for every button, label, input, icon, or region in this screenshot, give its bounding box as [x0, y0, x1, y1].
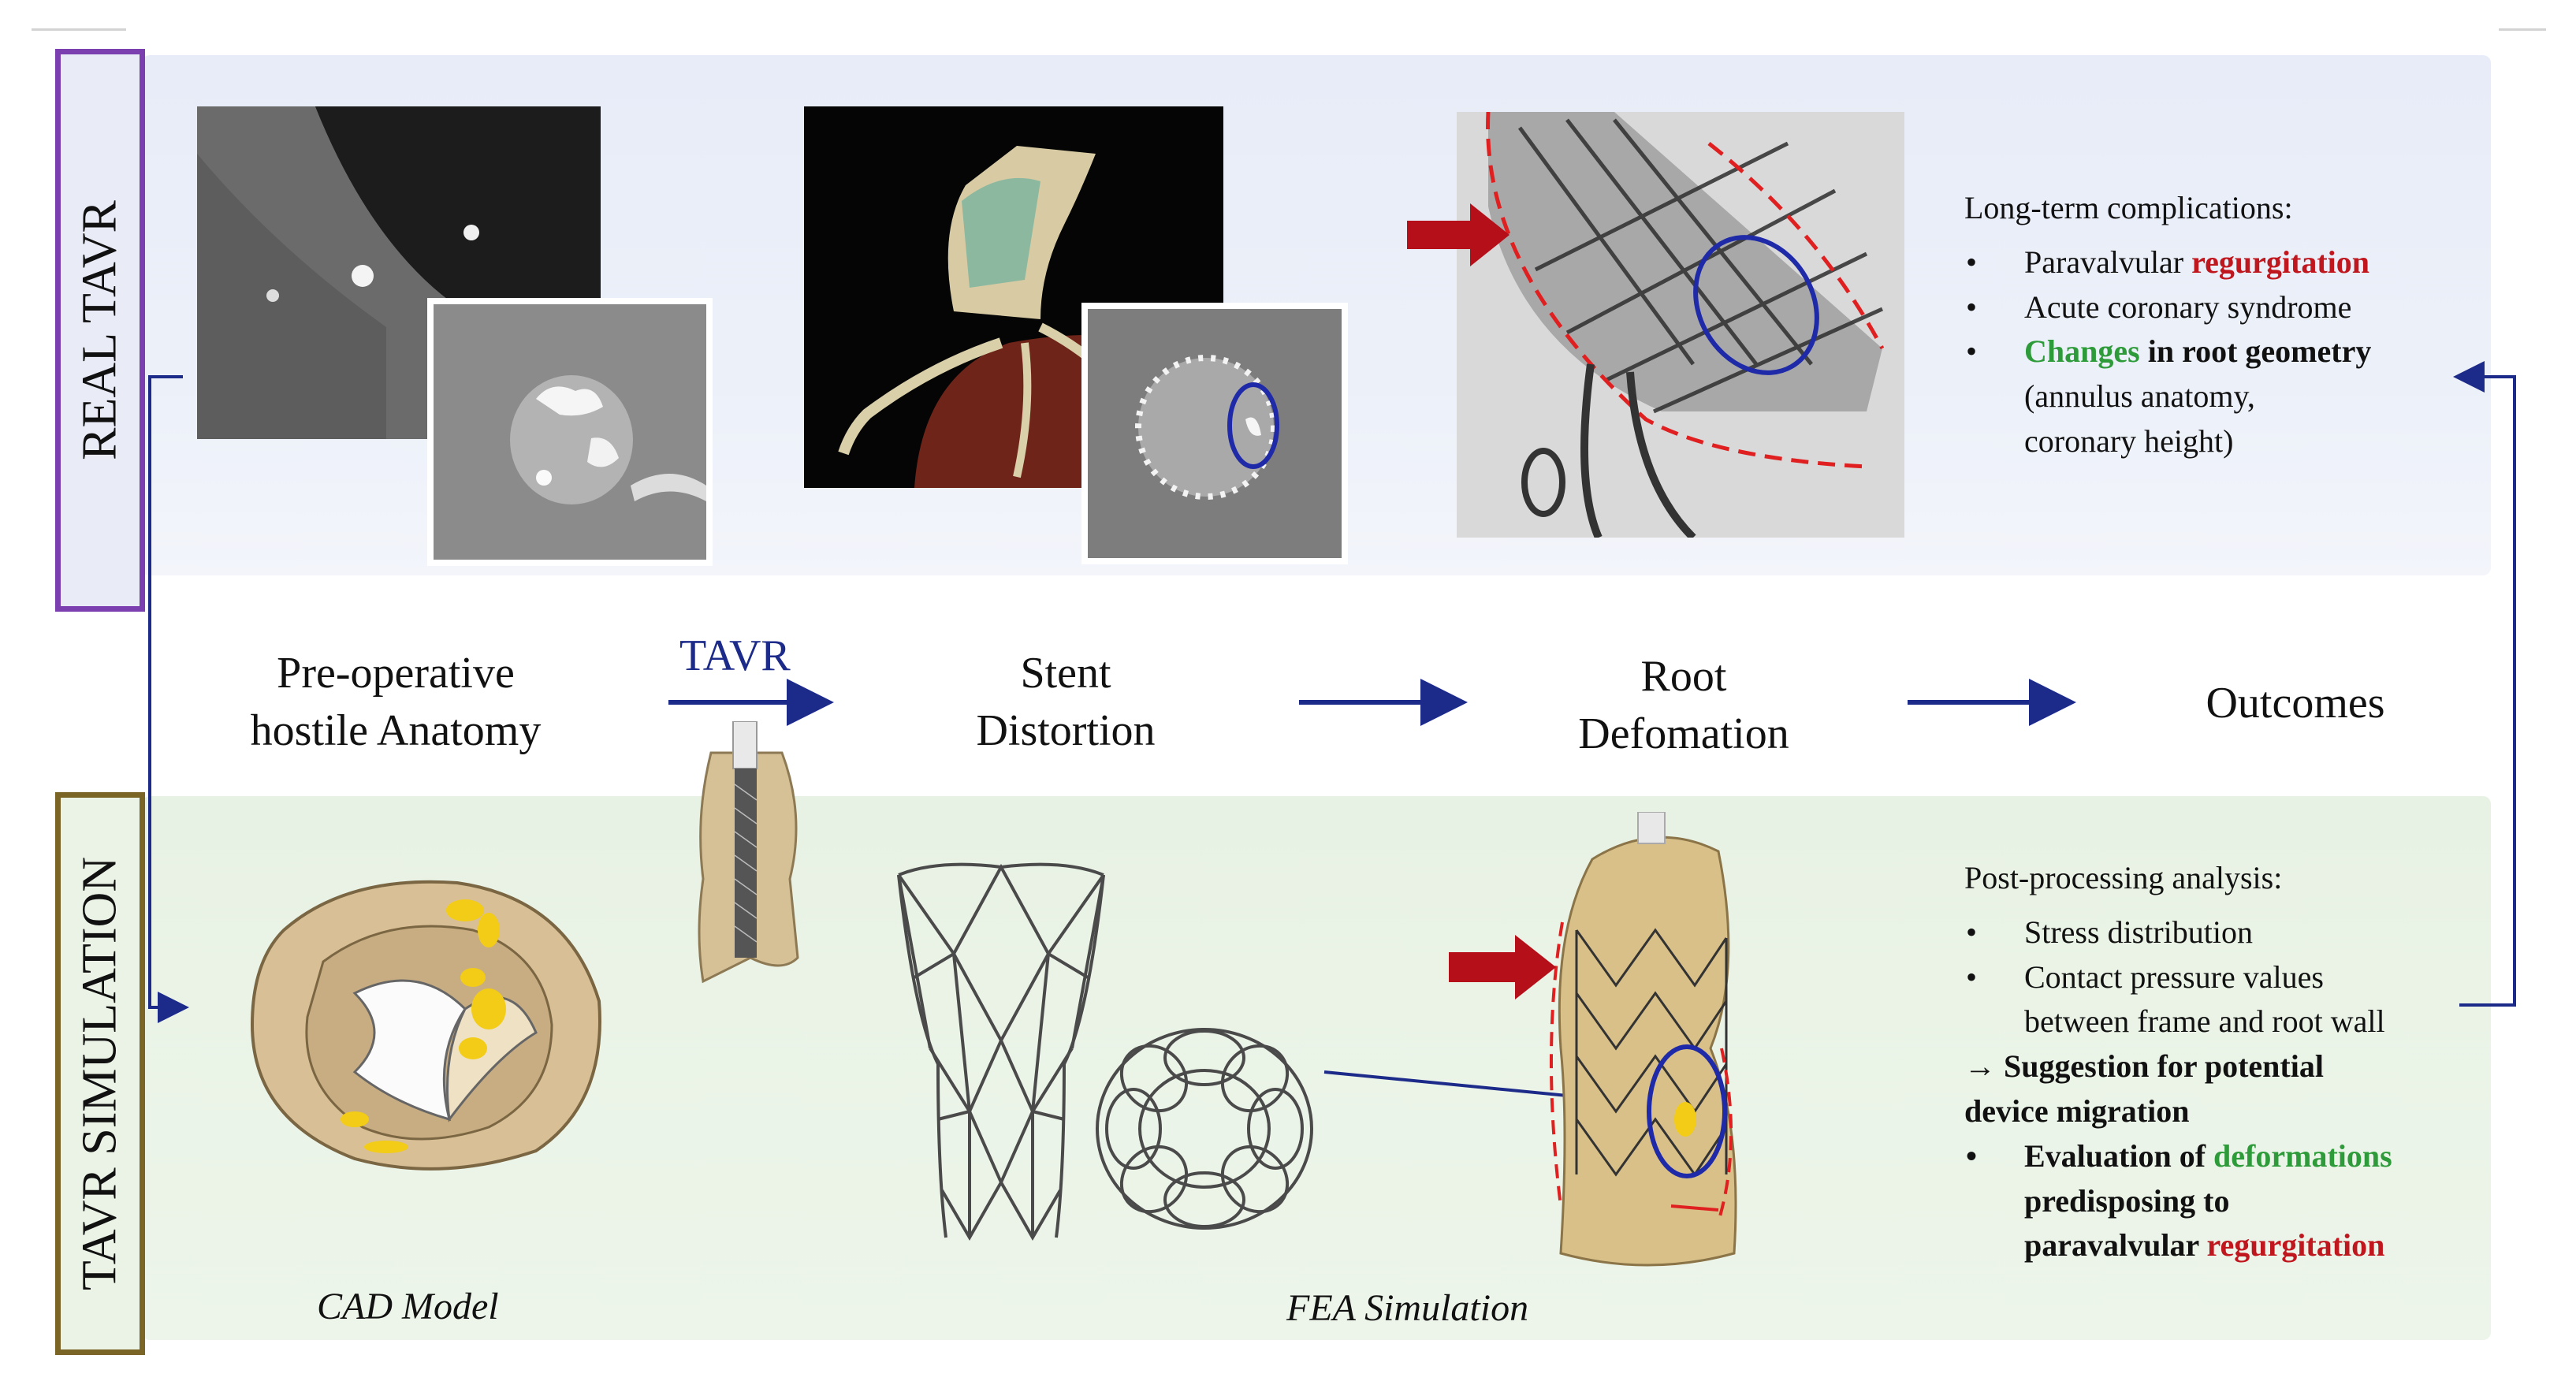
fluoroscopy-image [1457, 112, 1904, 538]
flow-step-stent-distortion: Stent Distortion [976, 649, 1156, 755]
red-arrow-bottom [1449, 935, 1556, 999]
flow-step-preoperative: Pre-operative hostile Anatomy [250, 649, 542, 755]
lattice-stent-image [897, 862, 1105, 1241]
complication-item-3: Changes in root geometry(annulus anatomy… [1964, 329, 2469, 463]
feedback-line [2453, 361, 2516, 1007]
red-arrow-top [1407, 203, 1509, 266]
root-cut-model [698, 721, 799, 984]
complications-text: Long-term complications: Paravalvular re… [1964, 186, 2469, 464]
postprocessing-text: Post-processing analysis: Stress distrib… [1964, 856, 2477, 1268]
top-rule-right [2499, 28, 2546, 31]
ct-scan-image [197, 106, 601, 439]
complication-item-1: Paravalvular regurgitation [1964, 240, 2469, 285]
left-bracket-line [148, 375, 189, 1023]
postprocessing-suggestion: → Suggestion for potential device migrat… [1964, 1048, 2324, 1129]
simulation-label-box: TAVR SIMULATION [55, 792, 145, 1355]
ring-stent-image [1096, 1028, 1313, 1230]
ct-zoom-image [427, 298, 713, 566]
complications-heading: Long-term complications: [1964, 190, 2293, 225]
flow-step-outcomes: Outcomes [2206, 679, 2385, 728]
fea-simulation-caption: FEA Simulation [1286, 1287, 1529, 1329]
postprocessing-item-1: Stress distribution [1964, 910, 2477, 955]
deformed-root-image [1550, 812, 1737, 1267]
flow-tavr-label: TAVR [679, 631, 791, 680]
postprocessing-heading: Post-processing analysis: [1964, 860, 2283, 895]
real-tavr-label-box: REAL TAVR [55, 49, 145, 612]
complication-item-2: Acute coronary syndrome [1964, 285, 2469, 330]
top-rule-left [32, 28, 126, 31]
flow-step-root-deformation: Root Defomation [1578, 652, 1789, 758]
cad-model-image [250, 880, 601, 1171]
cad-model-caption: CAD Model [317, 1286, 499, 1327]
ct-stent-crosssection-image [1081, 303, 1348, 564]
